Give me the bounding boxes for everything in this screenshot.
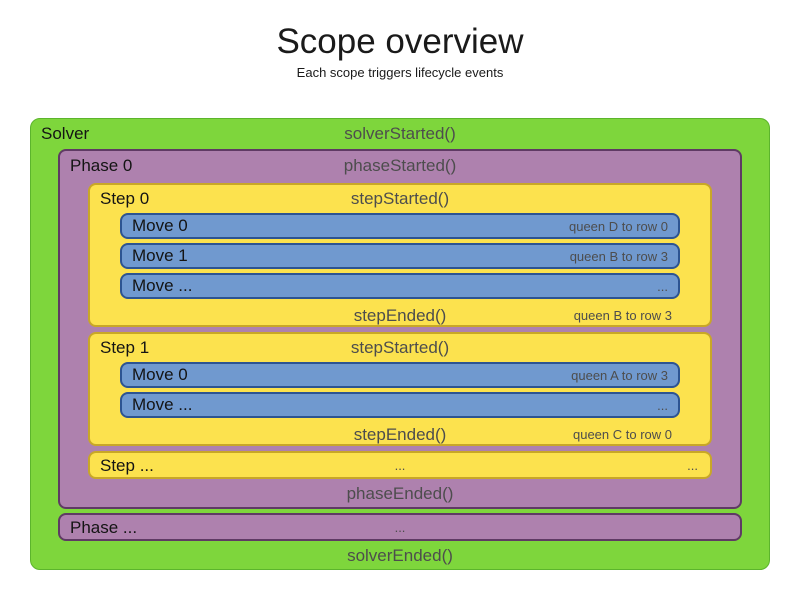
phase-ellipsis-box: Phase ... ... xyxy=(58,513,742,541)
step-0-label: Step 0 xyxy=(100,189,150,208)
step-0-scope-box: Step 0 stepStarted() Move 0 queen D to r… xyxy=(88,183,712,327)
phase-started-event: phaseStarted() xyxy=(343,156,457,175)
move-label: Move 0 xyxy=(132,365,188,384)
move-detail: queen B to row 3 xyxy=(569,248,668,264)
phase-ended-event: phaseEnded() xyxy=(346,484,454,503)
phase-ellipsis-row: Phase ... ... xyxy=(60,515,740,541)
solver-header: Solver solverStarted() xyxy=(31,119,769,149)
step-ellipsis-label: Step ... xyxy=(100,456,154,475)
phase-0-footer: phaseEnded() xyxy=(60,479,740,509)
step-0-footer: stepEnded() queen B to row 3 xyxy=(90,303,710,329)
step-1-label: Step 1 xyxy=(100,338,150,357)
move-detail: queen A to row 3 xyxy=(571,367,668,383)
page-subtitle: Each scope triggers lifecycle events xyxy=(296,65,504,81)
move-label: Move 1 xyxy=(132,246,188,265)
move-row: Move ... ... xyxy=(120,392,680,418)
diagram-scope-overview: Scope overview Each scope triggers lifec… xyxy=(0,22,800,570)
step-ellipsis-right: ... xyxy=(687,458,698,473)
solver-ended-event: solverEnded() xyxy=(347,546,453,565)
move-row: Move 0 queen D to row 0 xyxy=(120,213,680,239)
move-row: Move 1 queen B to row 3 xyxy=(120,243,680,269)
move-row: Move ... ... xyxy=(120,273,680,299)
step-ellipsis-center: ... xyxy=(394,458,406,473)
step-1-header: Step 1 stepStarted() xyxy=(90,334,710,362)
move-detail: ... xyxy=(657,397,668,413)
phase-ellipsis-label: Phase ... xyxy=(70,518,138,537)
step-started-event: stepStarted() xyxy=(350,189,450,208)
step-1-footer: stepEnded() queen C to row 0 xyxy=(90,422,710,448)
move-label: Move ... xyxy=(132,276,193,295)
step-ended-detail: queen C to row 0 xyxy=(572,427,672,442)
phase-ellipsis-center: ... xyxy=(394,520,406,535)
step-ended-event: stepEnded() xyxy=(353,306,447,325)
step-started-event: stepStarted() xyxy=(350,338,450,357)
move-list: Move 0 queen D to row 0 Move 1 queen B t… xyxy=(120,213,680,299)
phase-0-label: Phase 0 xyxy=(70,156,133,175)
step-ellipsis-box: Step ... ... ... xyxy=(88,451,712,479)
move-list: Move 0 queen A to row 3 Move ... ... xyxy=(120,362,680,418)
step-ended-detail: queen B to row 3 xyxy=(573,308,672,323)
move-detail: ... xyxy=(657,278,668,294)
solver-label: Solver xyxy=(41,124,90,143)
solver-started-event: solverStarted() xyxy=(344,124,456,143)
move-label: Move ... xyxy=(132,395,193,414)
step-ended-event: stepEnded() xyxy=(353,425,447,444)
step-ellipsis-row: Step ... ... ... xyxy=(90,453,710,479)
page-title: Scope overview xyxy=(276,22,524,61)
step-1-scope-box: Step 1 stepStarted() Move 0 queen A to r… xyxy=(88,332,712,446)
solver-footer: solverEnded() xyxy=(31,541,769,571)
move-label: Move 0 xyxy=(132,216,188,235)
move-detail: queen D to row 0 xyxy=(568,218,668,234)
phase-0-scope-box: Phase 0 phaseStarted() Step 0 stepStarte… xyxy=(58,149,742,509)
step-0-header: Step 0 stepStarted() xyxy=(90,185,710,213)
solver-scope-box: Solver solverStarted() Phase 0 phaseStar… xyxy=(30,118,770,570)
move-row: Move 0 queen A to row 3 xyxy=(120,362,680,388)
phase-0-header: Phase 0 phaseStarted() xyxy=(60,151,740,181)
